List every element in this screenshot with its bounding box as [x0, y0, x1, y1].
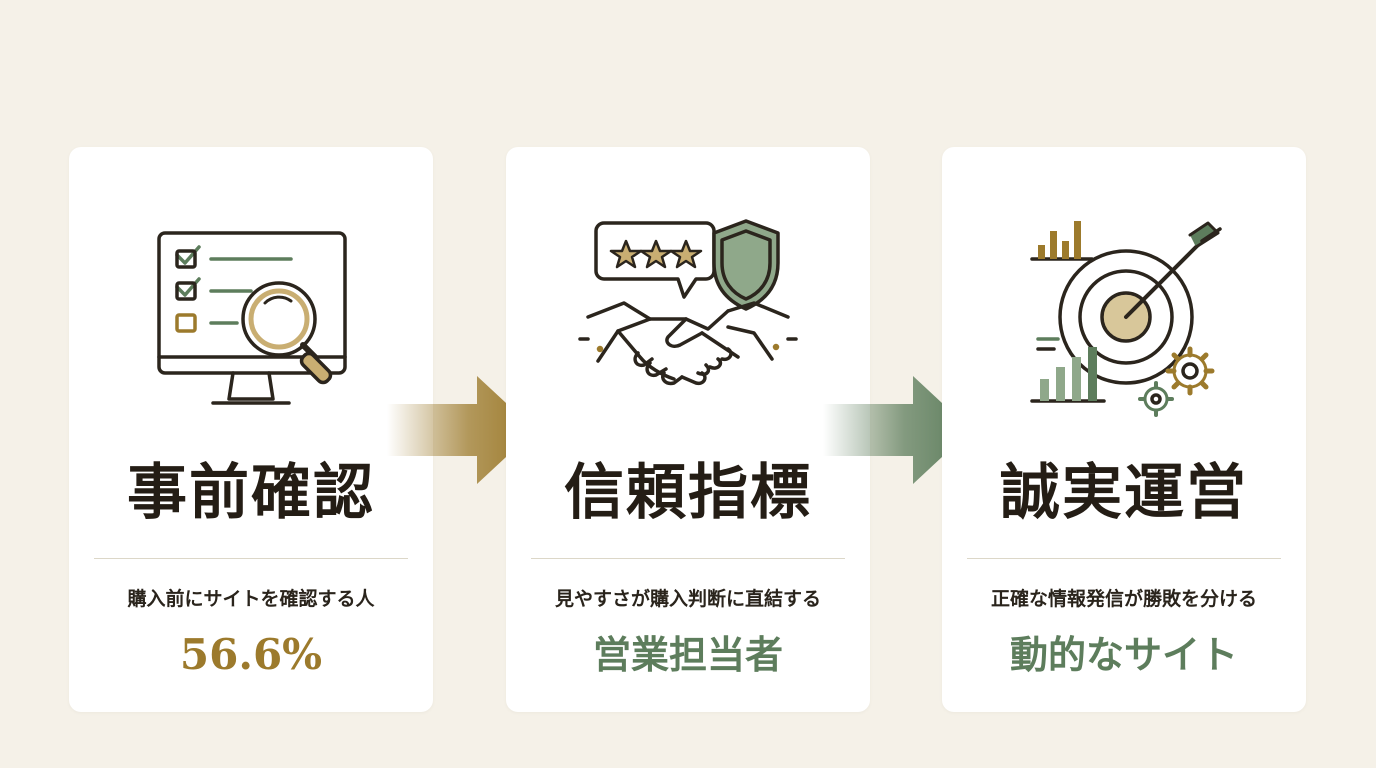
card-honest-operation: 誠実運営 正確な情報発信が勝敗を分ける 動的なサイト — [942, 147, 1306, 712]
card-title: 誠実運営 — [1000, 458, 1248, 528]
divider — [94, 558, 408, 559]
card-highlight: 営業担当者 — [592, 633, 783, 677]
card-title: 信頼指標 — [564, 458, 812, 528]
arrow-right-icon — [823, 376, 973, 484]
card-trust-indicator: 信頼指標 見やすさが購入判断に直結する 営業担当者 — [506, 147, 870, 712]
divider — [531, 558, 845, 559]
monitor-checklist-magnifier-icon — [141, 207, 361, 427]
card-pre-check: 事前確認 購入前にサイトを確認する人 56.6% — [69, 147, 433, 712]
card-highlight: 56.6% — [179, 630, 323, 679]
handshake-rating-shield-icon — [578, 207, 798, 427]
card-caption: 購入前にサイトを確認する人 — [127, 588, 375, 610]
card-title: 事前確認 — [127, 458, 375, 528]
card-highlight: 動的なサイト — [1009, 633, 1238, 677]
target-arrow-chart-gears-icon — [1014, 207, 1234, 427]
card-caption: 正確な情報発信が勝敗を分ける — [990, 588, 1257, 610]
divider — [967, 558, 1281, 559]
arrow-right-icon — [387, 376, 537, 484]
card-caption: 見やすさが購入判断に直結する — [554, 588, 821, 610]
